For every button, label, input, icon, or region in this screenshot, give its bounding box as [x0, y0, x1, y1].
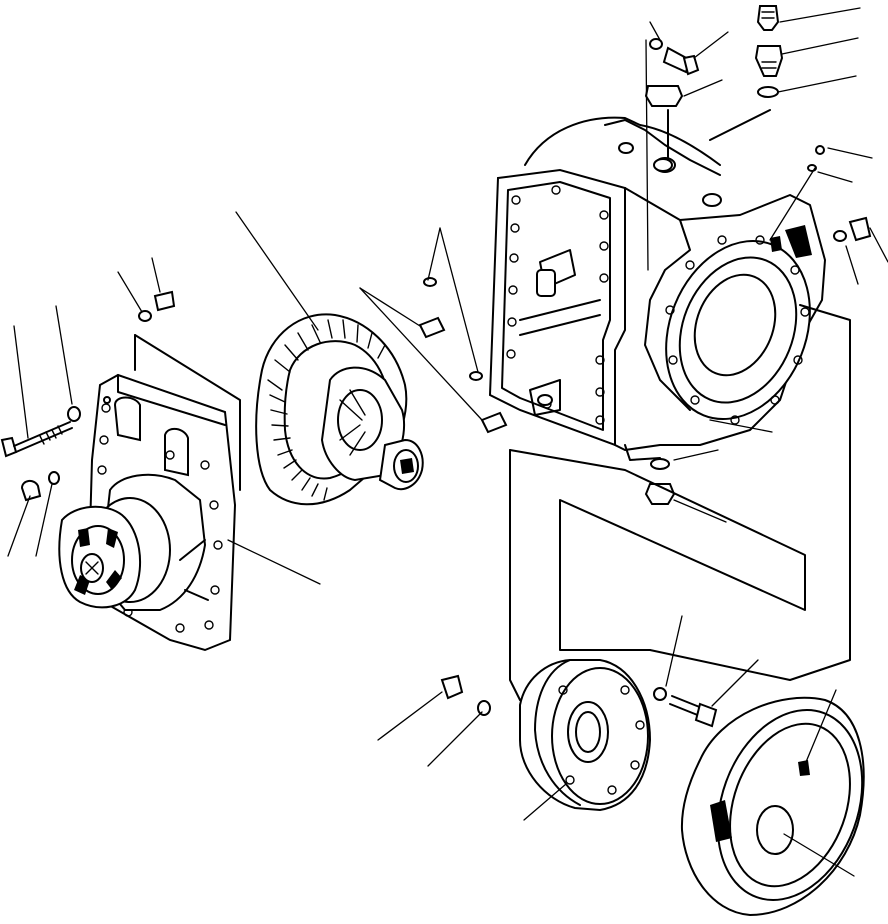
- final-drive-case: [488, 116, 826, 461]
- breather-plug: [756, 5, 780, 31]
- differential-gear-assembly: [255, 313, 424, 506]
- side-plug: [807, 145, 872, 242]
- side-cover-plate: [58, 373, 237, 652]
- output-flange-hub: [519, 659, 652, 812]
- small-bolt-top: [649, 38, 700, 76]
- leader-lines: [7, 7, 888, 877]
- assembly-alignment-lines: [134, 109, 851, 701]
- drain-plug: [644, 85, 684, 172]
- filler-plug: [754, 45, 784, 98]
- brake-drum: [680, 696, 865, 917]
- dowel-pin: [418, 277, 508, 434]
